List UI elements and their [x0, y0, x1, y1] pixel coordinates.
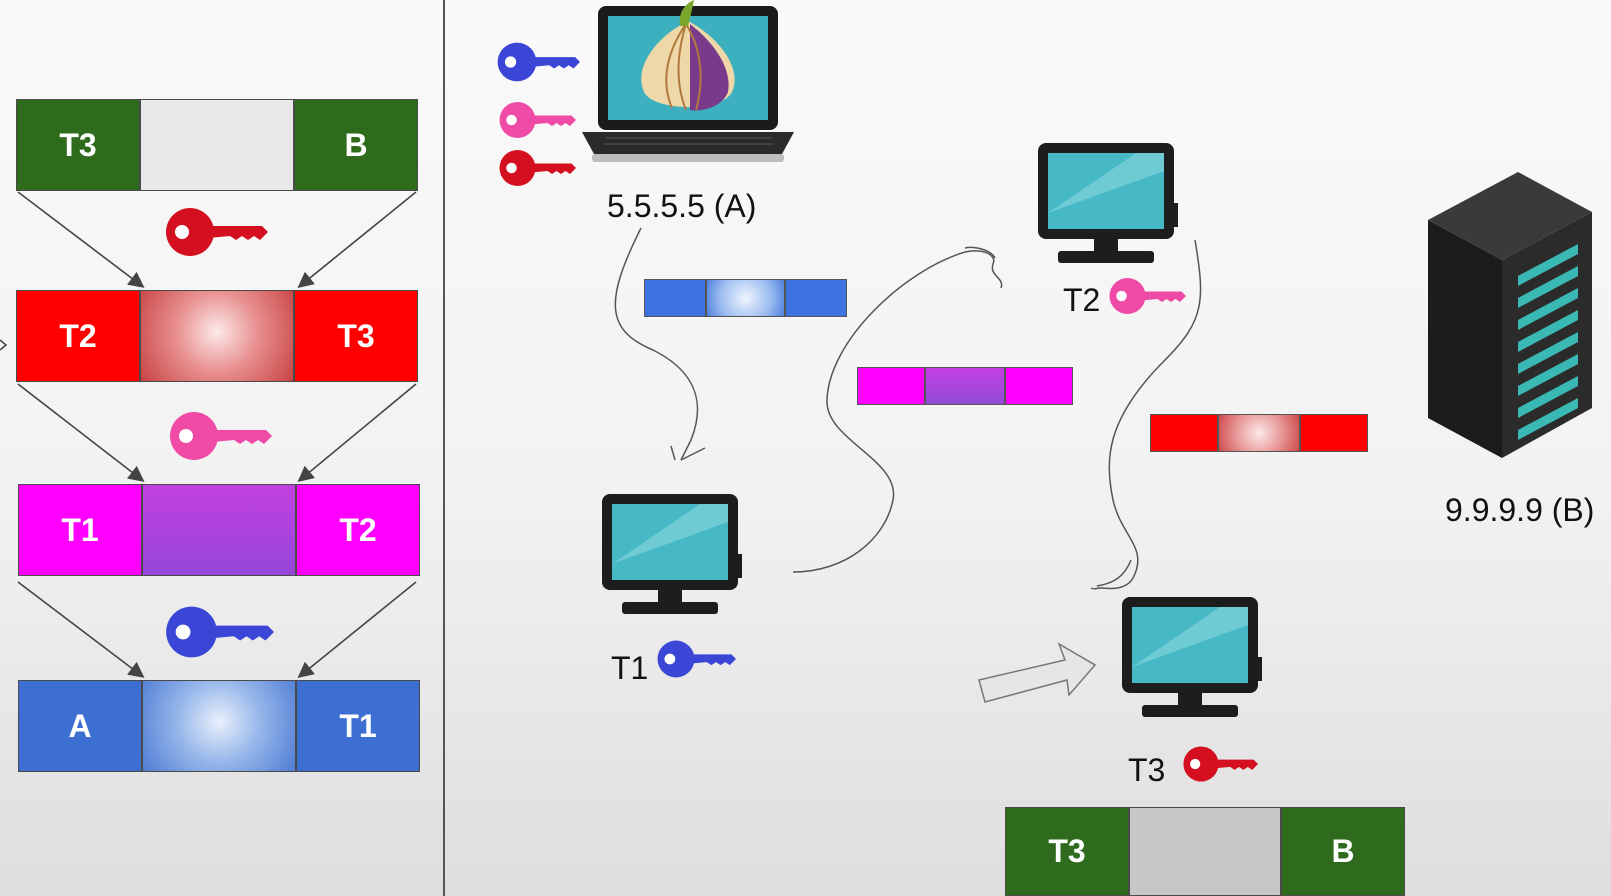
packet-layer-3-right: B	[294, 99, 418, 191]
t2-label: T2	[1063, 282, 1101, 318]
blue-key-icon	[166, 606, 274, 658]
server-icon	[1428, 172, 1592, 458]
packet-layer-0: A T1	[18, 680, 420, 772]
packet-layer-3-left: T3	[16, 99, 140, 191]
blue-onion-bar-middle	[706, 279, 785, 317]
magenta-onion-bar-right	[1005, 367, 1073, 405]
pink-key-icon	[170, 412, 272, 460]
packet-layer-0-payload	[142, 680, 296, 772]
blue-onion-bar	[644, 279, 847, 317]
computer-icon	[1122, 597, 1262, 717]
layer-arrows	[0, 191, 417, 679]
client-label: 5.5.5.5 (A)	[607, 188, 757, 224]
pink-key-icon	[499, 102, 576, 138]
bottom-packet-left: T3	[1005, 807, 1129, 896]
tor-laptop-icon	[582, 0, 794, 162]
t1-label: T1	[611, 650, 649, 686]
panel-divider	[443, 0, 445, 896]
magenta-onion-bar	[857, 367, 1073, 405]
red-onion-bar-right	[1300, 414, 1368, 452]
red-key-icon	[499, 150, 576, 186]
packet-layer-3: T3 B	[16, 99, 418, 191]
blue-key-icon	[497, 42, 580, 82]
bottom-packet: T3 B	[1005, 807, 1405, 896]
blue-key-icon	[657, 640, 736, 678]
packet-layer-2: T2 T3	[16, 290, 418, 382]
packet-layer-1-payload	[142, 484, 296, 576]
computer-icon	[1038, 143, 1178, 263]
red-onion-bar-middle	[1218, 414, 1300, 452]
server-label: 9.9.9.9 (B)	[1445, 492, 1595, 528]
packet-layer-1-left: T1	[18, 484, 142, 576]
red-onion-bar-left	[1150, 414, 1218, 452]
flow-path	[614, 227, 1202, 703]
blue-onion-bar-right	[785, 279, 847, 317]
red-key-icon	[166, 208, 268, 256]
packet-layer-1: T1 T2	[18, 484, 420, 576]
red-onion-bar	[1150, 414, 1368, 452]
packet-layer-1-right: T2	[296, 484, 420, 576]
packet-layer-0-right: T1	[296, 680, 420, 772]
bottom-packet-right: B	[1281, 807, 1405, 896]
packet-layer-3-payload	[140, 99, 294, 191]
computer-icon	[602, 494, 742, 614]
packet-layer-2-left: T2	[16, 290, 140, 382]
packet-layer-2-right: T3	[294, 290, 418, 382]
magenta-onion-bar-middle	[925, 367, 1005, 405]
pink-key-icon	[1109, 278, 1186, 314]
packet-layer-0-left: A	[18, 680, 142, 772]
blue-onion-bar-left	[644, 279, 706, 317]
packet-layer-2-payload	[140, 290, 294, 382]
bottom-packet-payload	[1129, 807, 1281, 896]
magenta-onion-bar-left	[857, 367, 925, 405]
t3-label: T3	[1128, 752, 1166, 788]
red-key-icon	[1183, 746, 1258, 782]
